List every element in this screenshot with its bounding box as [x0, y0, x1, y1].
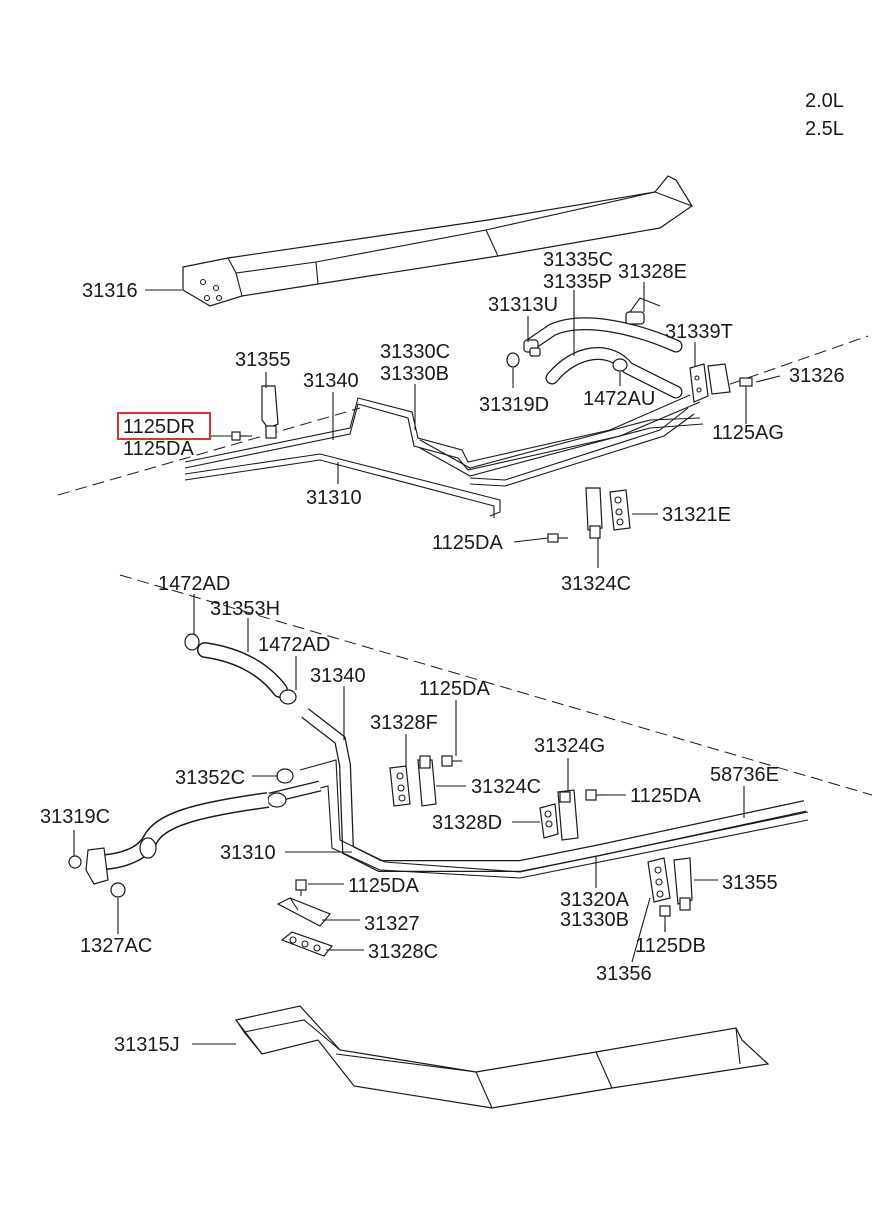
label-1125DA-upper[interactable]: 1125DA [123, 438, 194, 460]
label-31340-upper[interactable]: 31340 [303, 370, 359, 392]
label-31324G[interactable]: 31324G [534, 735, 605, 757]
clamp-31327 [276, 897, 331, 927]
label-1472AU[interactable]: 1472AU [583, 388, 655, 410]
label-31355-lower[interactable]: 31355 [722, 872, 778, 894]
clamp-31324C-lower [417, 755, 437, 807]
label-31315J[interactable]: 31315J [114, 1034, 180, 1056]
highlight-box-1125DR [117, 412, 211, 440]
label-31319D[interactable]: 31319D [479, 394, 549, 416]
clamp-31355-upper [261, 385, 279, 439]
label-31319C[interactable]: 31319C [40, 806, 110, 828]
cross-member-31316 [182, 175, 693, 307]
label-31356[interactable]: 31356 [596, 963, 652, 985]
label-31310-lower[interactable]: 31310 [220, 842, 276, 864]
label-31327[interactable]: 31327 [364, 913, 420, 935]
bolt-1125DA-low3 [295, 879, 307, 896]
label-31313U[interactable]: 31313U [488, 294, 558, 316]
engine-variant-2-0: 2.0L [805, 90, 844, 112]
clamp-31328F [389, 765, 411, 807]
label-1125AG[interactable]: 1125AG [712, 422, 784, 444]
label-31316[interactable]: 31316 [82, 280, 138, 302]
label-1125DA-low1[interactable]: 1125DA [419, 678, 490, 700]
clamp-31324C-upper [585, 487, 631, 539]
label-31324C-upper[interactable]: 31324C [561, 573, 631, 595]
frame-plane-outline [57, 335, 873, 796]
bracket-31339T [689, 363, 731, 403]
label-1327AC[interactable]: 1327AC [80, 935, 152, 957]
label-31339T[interactable]: 31339T [665, 321, 733, 343]
label-31340-lower[interactable]: 31340 [310, 665, 366, 687]
hose-clamps-upper [506, 297, 661, 372]
hose-31335 [523, 317, 683, 399]
label-31335P[interactable]: 31335P [543, 271, 612, 293]
label-31328E[interactable]: 31328E [618, 261, 687, 283]
label-31328F[interactable]: 31328F [370, 712, 438, 734]
label-1472AD-a[interactable]: 1472AD [158, 573, 230, 595]
clamp-31356 [647, 857, 671, 903]
engine-variant-2-5: 2.5L [805, 118, 844, 140]
clamp-31328C [280, 931, 333, 957]
clamp-31355-lower [673, 857, 693, 911]
label-31352C[interactable]: 31352C [175, 767, 245, 789]
label-1125DA-low2[interactable]: 1125DA [630, 785, 701, 807]
label-31328D[interactable]: 31328D [432, 812, 502, 834]
label-1125DB[interactable]: 1125DB [635, 935, 706, 957]
bolt-1125DR [231, 431, 252, 441]
clamp-31324G [557, 789, 579, 841]
label-31324C-lower[interactable]: 31324C [471, 776, 541, 798]
lower-tube-assembly [267, 708, 809, 879]
label-31330B-lower[interactable]: 31330B [560, 909, 629, 931]
label-1125DA-low3[interactable]: 1125DA [348, 875, 419, 897]
bolt-1125DA-low1 [441, 755, 462, 767]
label-31330B-upper[interactable]: 31330B [380, 363, 449, 385]
label-31310-upper[interactable]: 31310 [306, 487, 362, 509]
hose-31319C [68, 792, 270, 898]
label-31328C[interactable]: 31328C [368, 941, 438, 963]
label-1472AD-b[interactable]: 1472AD [258, 634, 330, 656]
label-31320A[interactable]: 31320A [560, 889, 630, 911]
hose-31353H [184, 633, 297, 705]
bolt-1125DA-mid [547, 533, 568, 543]
clamp-31328D [539, 803, 559, 839]
cross-member-31315J [234, 1005, 770, 1109]
label-1125DA-mid[interactable]: 1125DA [432, 532, 503, 554]
leader-lines [73, 282, 781, 1045]
upper-tube-assembly [184, 394, 704, 518]
label-58736E[interactable]: 58736E [710, 764, 779, 786]
label-31330C[interactable]: 31330C [380, 341, 450, 363]
label-31355-upper[interactable]: 31355 [235, 349, 291, 371]
label-31321E[interactable]: 31321E [662, 504, 731, 526]
label-1125DR[interactable]: 1125DR [123, 416, 195, 438]
label-31326[interactable]: 31326 [789, 365, 845, 387]
label-31335C[interactable]: 31335C [543, 249, 613, 271]
bolt-1125AG [739, 377, 753, 416]
label-31353H[interactable]: 31353H [210, 598, 280, 620]
